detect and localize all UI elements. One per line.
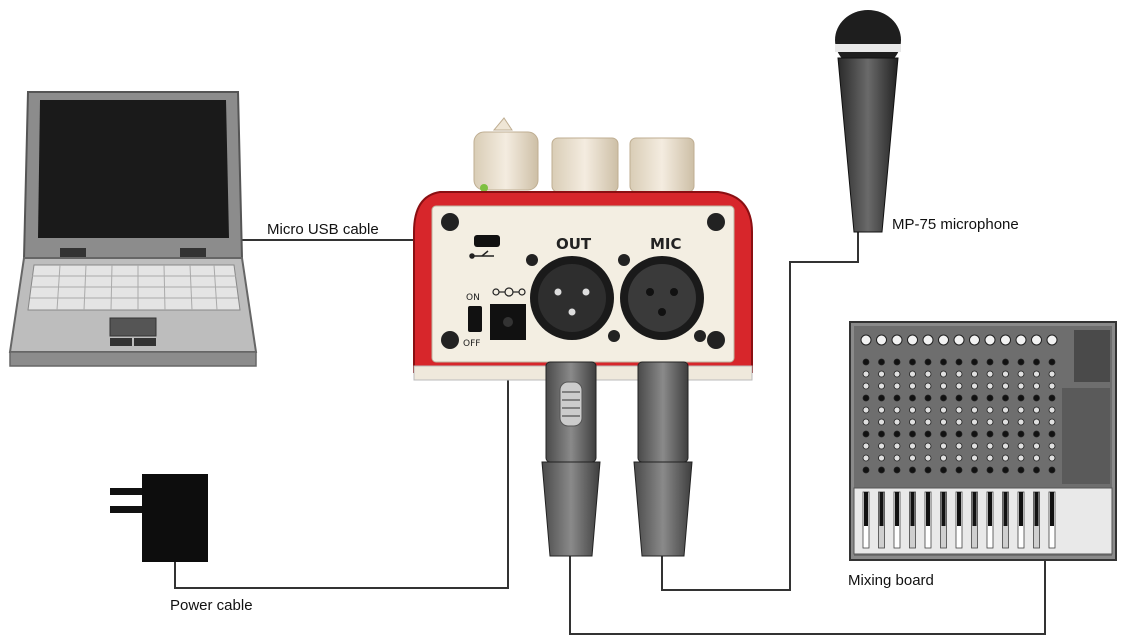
mixer-fader: [1002, 491, 1009, 549]
device-unit: ON OFF OUT MIC: [413, 117, 753, 381]
mixer-channel-strip: [907, 334, 918, 474]
mixer-channel-strip: [938, 334, 949, 474]
usb-icon: [469, 250, 494, 259]
mic-xlr-jack[interactable]: [620, 256, 704, 340]
mixer-channel-strip: [922, 334, 934, 474]
power-cable-line: [174, 376, 509, 589]
microphone-icon: [835, 10, 901, 233]
mp75-microphone-label: MP-75 microphone: [892, 216, 1019, 233]
xlr-plug-mic: [633, 361, 693, 557]
mixer-channel-strip: [1000, 334, 1011, 474]
mixer-channel-strip: [876, 334, 887, 474]
power-adapter-icon: [110, 474, 208, 562]
mixer-channel-strip: [953, 334, 965, 474]
micro-usb-cable-label: Micro USB cable: [267, 221, 379, 238]
knob-right[interactable]: [629, 137, 695, 193]
switch-on-label: ON: [466, 293, 480, 303]
mixer-fader: [1017, 491, 1025, 549]
laptop-icon: [8, 91, 258, 367]
out-label: OUT: [556, 235, 592, 253]
mixer-fader: [893, 491, 901, 549]
mixer-channel-strip: [984, 334, 996, 474]
xlr-plug-out: [541, 361, 601, 557]
mixer-channel-strip: [1031, 334, 1042, 474]
mixer-fader: [1033, 491, 1040, 549]
switch-off-label: OFF: [463, 339, 480, 349]
mixer-fader: [940, 491, 947, 549]
mixing-board-label: Mixing board: [848, 572, 934, 589]
power-cable-label: Power cable: [170, 597, 253, 614]
mixer-fader: [878, 491, 885, 549]
mixer-channel-strip: [969, 334, 980, 474]
mixer-fader: [971, 491, 978, 549]
mixer-channel-strip: [891, 334, 903, 474]
mixing-board-icon: [849, 321, 1117, 561]
mixer-fader: [924, 491, 932, 549]
mixer-channel-strip: [1046, 334, 1058, 474]
mixer-fader: [862, 491, 870, 549]
power-switch[interactable]: [468, 306, 482, 332]
mixer-channel-strip: [860, 334, 872, 474]
mixer-channel-strip: [1015, 334, 1027, 474]
mic-cable-line: [661, 232, 859, 591]
knob-left[interactable]: [473, 117, 539, 191]
mixer-fader: [955, 491, 963, 549]
knob-center[interactable]: [551, 137, 619, 193]
mixer-fader: [909, 491, 916, 549]
mixer-fader: [986, 491, 994, 549]
mixer-fader: [1048, 491, 1056, 549]
micro-usb-port[interactable]: [474, 235, 500, 247]
mic-label: MIC: [650, 235, 682, 253]
dc-polarity-icon: [492, 287, 526, 297]
output-cable-line: [569, 555, 1046, 635]
out-xlr-jack[interactable]: [530, 256, 614, 340]
